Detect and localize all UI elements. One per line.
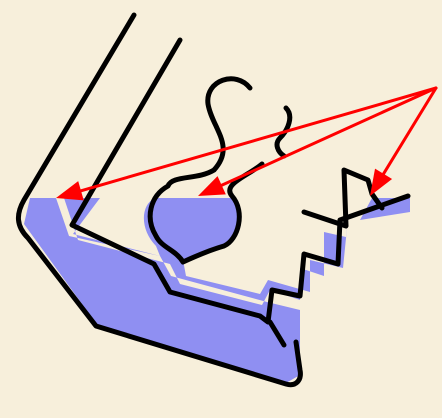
communicating-vessels-diagram bbox=[0, 0, 442, 418]
diagram-canvas bbox=[0, 0, 442, 418]
